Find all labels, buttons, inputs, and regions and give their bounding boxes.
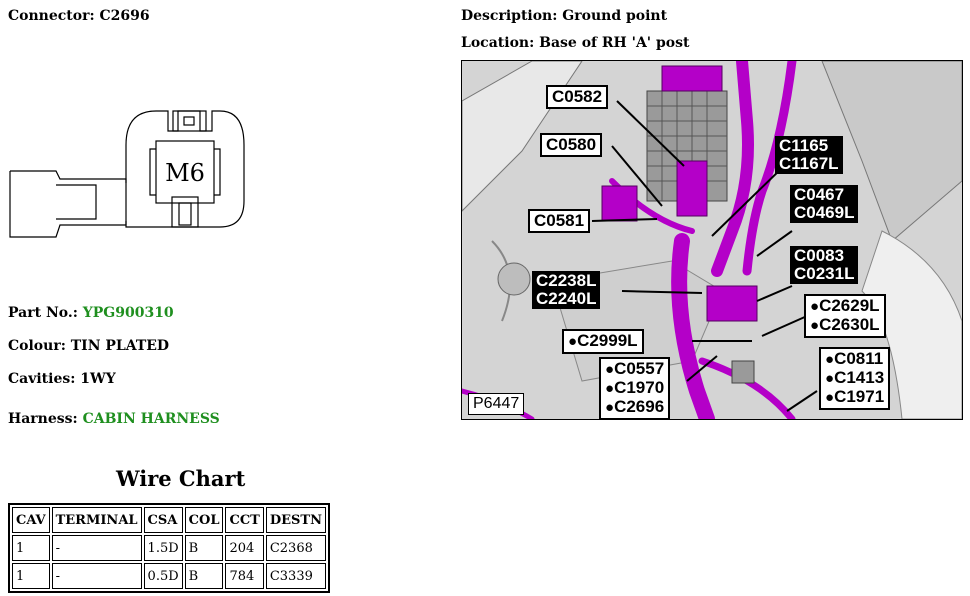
- col-header-cct: CCT: [225, 507, 264, 533]
- callout-c2629l: C2629L: [819, 296, 880, 315]
- callout-c0557: C0557: [614, 359, 665, 378]
- connector-drawing: M6: [9, 110, 245, 238]
- col-header-cav: CAV: [12, 507, 50, 533]
- cell-cav: 1: [12, 563, 50, 589]
- cell-col: B: [184, 535, 224, 561]
- cell-destn: C2368: [265, 535, 326, 561]
- col-header-csa: CSA: [143, 507, 183, 533]
- callout-c0580: C0580: [540, 133, 603, 157]
- colour-line: Colour: TIN PLATED: [8, 338, 169, 354]
- location-line: Location: Base of RH 'A' post: [461, 35, 689, 51]
- location-value: Base of RH 'A' post: [539, 35, 690, 51]
- col-header-terminal: TERMINAL: [51, 507, 142, 533]
- col-header-destn: DESTN: [265, 507, 326, 533]
- cell-csa: 1.5D: [143, 535, 183, 561]
- callout-c0467: C0467: [794, 185, 845, 204]
- callout-c0557-group: ●C0557 ●C1970 ●C2696: [599, 357, 671, 419]
- harness-line: Harness: CABIN HARNESS: [8, 411, 220, 427]
- bullet-icon: ●: [605, 399, 615, 416]
- description-value: Ground point: [562, 8, 668, 24]
- callout-c2999l: C2999L: [577, 331, 638, 350]
- bullet-icon: ●: [605, 380, 615, 397]
- callout-c2999l-box: ●C2999L: [562, 329, 644, 354]
- bullet-icon: ●: [825, 389, 835, 406]
- table-row: 1 - 1.5D B 204 C2368: [12, 535, 326, 561]
- cavities-label: Cavities:: [8, 371, 76, 387]
- photo-reference: P6447: [468, 393, 525, 415]
- table-row: 1 - 0.5D B 784 C3339: [12, 563, 326, 589]
- location-label: Location:: [461, 35, 535, 51]
- callout-c2630l: C2630L: [819, 315, 880, 334]
- location-photo: C0582 C0580 C0581 C1165 C1167L C0467 C04…: [461, 60, 963, 420]
- bullet-icon: ●: [825, 351, 835, 368]
- cell-cct: 204: [225, 535, 264, 561]
- cell-col: B: [184, 563, 224, 589]
- cell-csa: 0.5D: [143, 563, 183, 589]
- callout-c1165: C1165: [779, 136, 829, 155]
- callout-c2238l-group: C2238L C2240L: [532, 271, 601, 309]
- wire-chart-title: Wire Chart: [116, 466, 246, 491]
- drawing-label: M6: [165, 159, 205, 187]
- callout-c1165-group: C1165 C1167L: [775, 136, 843, 174]
- connector-value: C2696: [99, 8, 150, 24]
- callout-c0469l: C0469L: [794, 203, 855, 222]
- description-line: Description: Ground point: [461, 8, 667, 24]
- wire-chart-table: CAV TERMINAL CSA COL CCT DESTN 1 - 1.5D …: [8, 503, 330, 593]
- cell-cav: 1: [12, 535, 50, 561]
- col-header-col: COL: [184, 507, 224, 533]
- callout-c0582: C0582: [546, 85, 609, 109]
- wire-chart-header-row: CAV TERMINAL CSA COL CCT DESTN: [12, 507, 326, 533]
- callout-c0581: C0581: [528, 209, 591, 233]
- cavities-line: Cavities: 1WY: [8, 371, 116, 387]
- colour-label: Colour:: [8, 338, 66, 354]
- callout-c2240l: C2240L: [536, 289, 597, 308]
- harness-link[interactable]: CABIN HARNESS: [82, 411, 220, 427]
- callout-c2696: C2696: [614, 397, 665, 416]
- part-no-link[interactable]: YPG900310: [82, 305, 174, 321]
- bullet-icon: ●: [568, 333, 578, 350]
- callout-c2629l-group: ●C2629L ●C2630L: [804, 294, 886, 338]
- connector-label: Connector:: [8, 8, 95, 24]
- cell-terminal: -: [51, 535, 142, 561]
- bullet-icon: ●: [810, 317, 820, 334]
- connector-line: Connector: C2696: [8, 8, 150, 24]
- callout-c1167l: C1167L: [779, 154, 839, 173]
- colour-value: TIN PLATED: [70, 338, 170, 354]
- callout-c0811-group: ●C0811 ●C1413 ●C1971: [819, 347, 891, 410]
- callout-c0811: C0811: [834, 349, 884, 368]
- callout-c1413: C1413: [834, 368, 885, 387]
- part-no-line: Part No.: YPG900310: [8, 305, 174, 321]
- bullet-icon: ●: [605, 361, 615, 378]
- callout-c0467-group: C0467 C0469L: [790, 185, 859, 223]
- callout-c0083-group: C0083 C0231L: [790, 246, 859, 284]
- harness-label: Harness:: [8, 411, 78, 427]
- callout-c0231l: C0231L: [794, 264, 855, 283]
- cell-destn: C3339: [265, 563, 326, 589]
- callout-c1971: C1971: [834, 387, 885, 406]
- part-no-label: Part No.:: [8, 305, 78, 321]
- description-label: Description:: [461, 8, 558, 24]
- callout-c0083: C0083: [794, 246, 845, 265]
- callout-c2238l: C2238L: [536, 271, 597, 290]
- cell-cct: 784: [225, 563, 264, 589]
- bullet-icon: ●: [810, 298, 820, 315]
- cavities-value: 1WY: [80, 371, 116, 387]
- bullet-icon: ●: [825, 370, 835, 387]
- callout-c1970: C1970: [614, 378, 665, 397]
- cell-terminal: -: [51, 563, 142, 589]
